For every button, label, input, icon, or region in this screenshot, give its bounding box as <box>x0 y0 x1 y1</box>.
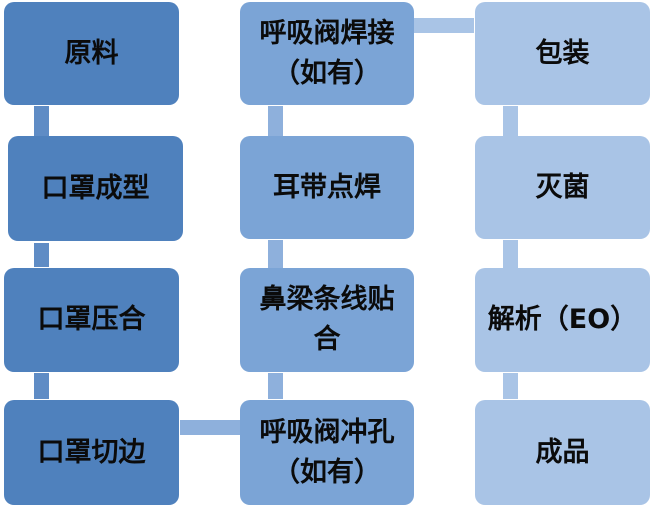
connector-raw-to-forming <box>34 106 49 136</box>
step-nose-strip: 鼻梁条线贴 合 <box>240 268 414 372</box>
step-eo-analysis: 解析（EO） <box>475 268 650 372</box>
step-mask-pressing: 口罩压合 <box>4 268 179 372</box>
connector-punching-to-nose <box>268 373 283 399</box>
connector-pressing-to-cutting <box>34 373 49 399</box>
connector-packaging-to-sterilization <box>503 106 518 136</box>
connector-analysis-to-finished <box>503 373 518 399</box>
step-finished-product: 成品 <box>475 400 650 505</box>
connector-cutting-to-punching <box>180 420 240 435</box>
connector-earloop-to-valve <box>268 106 283 136</box>
connector-sterilization-to-analysis <box>503 240 518 268</box>
step-valve-welding: 呼吸阀焊接 （如有） <box>240 2 414 105</box>
connector-nose-to-earloop <box>268 240 283 268</box>
connector-valve-to-packaging <box>414 18 474 33</box>
step-sterilization: 灭菌 <box>475 136 650 239</box>
step-packaging: 包装 <box>475 2 650 105</box>
step-ear-loop-welding: 耳带点焊 <box>240 136 414 239</box>
step-mask-cutting: 口罩切边 <box>4 400 179 505</box>
connector-forming-to-pressing <box>34 243 49 267</box>
step-valve-punching: 呼吸阀冲孔 （如有） <box>240 400 414 505</box>
step-raw-material: 原料 <box>4 2 179 105</box>
step-mask-forming: 口罩成型 <box>8 136 183 241</box>
